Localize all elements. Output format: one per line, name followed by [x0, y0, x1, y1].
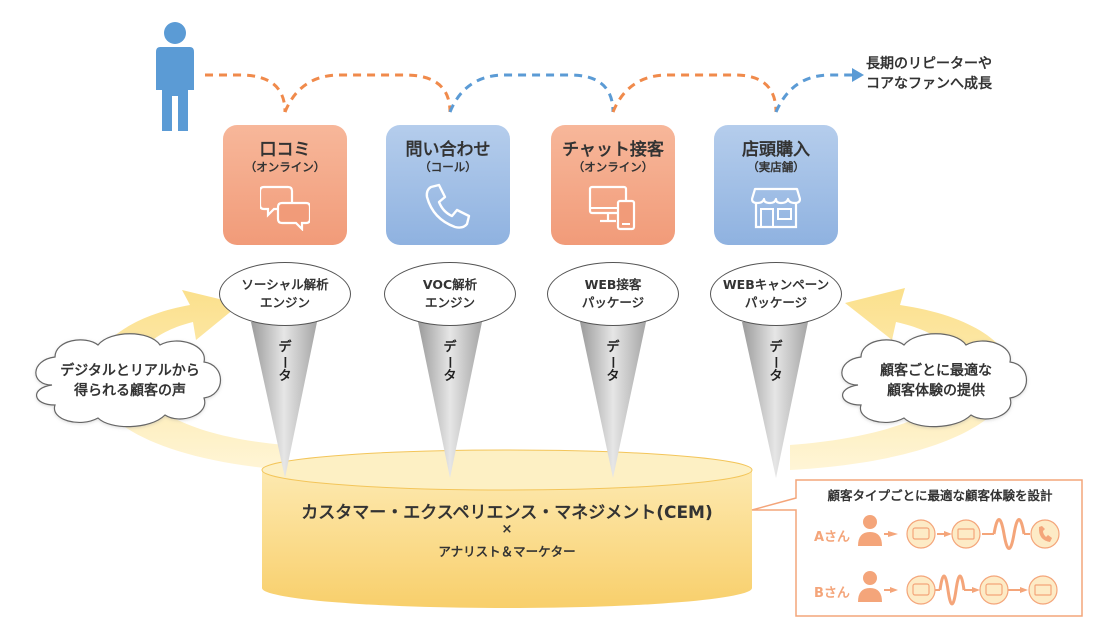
card-subtitle: （実店舗）: [747, 160, 805, 174]
journey-path-1: [205, 73, 287, 113]
cem-title: カスタマー・エクスペリエンス・マネジメント(CEM): [301, 503, 713, 523]
journey-path-4: [611, 73, 778, 113]
engine-social-analysis: ソーシャル解析 エンジン: [219, 262, 351, 326]
cem-subtitle: アナリスト＆マーケター: [438, 544, 576, 559]
engine-line1: WEB接客: [584, 277, 642, 292]
touchpoint-card-store: 店頭購入 （実店舗）: [714, 125, 838, 245]
data-cone-2: [418, 322, 482, 478]
phone-icon: [425, 183, 471, 229]
cem-platform: [261, 449, 753, 608]
customer-person-icon: [156, 22, 194, 131]
data-char: ー: [441, 356, 456, 369]
data-char: ー: [767, 356, 782, 369]
card-subtitle: （オンライン）: [244, 160, 326, 174]
data-char: タ: [606, 369, 620, 384]
persona-b-row: [858, 571, 1058, 606]
right-cloud: [841, 333, 1027, 428]
touchpoint-card-chat: チャット接客 （オンライン）: [551, 125, 675, 245]
card-subtitle: （オンライン）: [572, 160, 654, 174]
persona-a-row: [858, 515, 1060, 550]
left-cloud-line1: デジタルとリアルから: [60, 363, 200, 379]
data-label-2: デ ー タ: [440, 340, 460, 385]
journey-path-2: [283, 73, 452, 113]
persona-b-label: Bさん: [814, 586, 850, 601]
persona-a-label: Aさん: [814, 530, 851, 545]
touchpoint-card-inquiry: 問い合わせ （コール）: [386, 125, 510, 245]
engine-line2: エンジン: [424, 295, 475, 310]
data-char: デ: [769, 340, 783, 355]
engine-line2: パッケージ: [744, 295, 808, 310]
growth-label-line2: コアなファンへ成長: [866, 76, 992, 92]
data-char: ー: [276, 356, 291, 369]
card-title: 口コミ: [259, 140, 311, 160]
right-cloud-line2: 顧客体験の提供: [887, 383, 985, 399]
growth-label: 長期のリピーターや コアなファンへ成長: [866, 54, 992, 94]
callout-title: 顧客タイプごとに最適な顧客体験を設計: [827, 488, 1053, 503]
data-cone-3: [580, 322, 646, 478]
data-char: タ: [278, 369, 292, 384]
engine-line1: WEBキャンペーン: [722, 277, 830, 292]
engine-line2: パッケージ: [581, 295, 645, 310]
devices-icon: [588, 185, 636, 231]
growth-label-line1: 長期のリピーターや: [866, 56, 992, 72]
cem-times-sign: ×: [501, 522, 513, 537]
data-label-4: デ ー タ: [766, 340, 786, 385]
left-cloud: [35, 333, 221, 428]
chat-bubbles-icon: [260, 185, 310, 231]
storefront-icon: [751, 187, 801, 229]
engine-web-campaign-package: WEBキャンペーン パッケージ: [710, 262, 842, 326]
touchpoint-card-word-of-mouth: 口コミ （オンライン）: [223, 125, 347, 245]
data-char: デ: [443, 340, 457, 355]
engine-line1: VOC解析: [422, 277, 478, 292]
left-cloud-text: デジタルとリアルから 得られる顧客の声: [40, 361, 220, 401]
right-cloud-text: 顧客ごとに最適な 顧客体験の提供: [846, 361, 1026, 401]
data-char: デ: [278, 340, 292, 355]
data-char: タ: [769, 369, 783, 384]
data-char: ー: [604, 356, 619, 369]
data-cone-1: [251, 322, 317, 478]
data-label-1: デ ー タ: [275, 340, 295, 385]
data-char: タ: [443, 369, 457, 384]
card-title: チャット接客: [562, 140, 664, 160]
journey-arrowhead: [852, 68, 864, 82]
engine-line2: エンジン: [259, 295, 310, 310]
engine-line1: ソーシャル解析: [241, 277, 329, 292]
card-subtitle: （コール）: [419, 160, 477, 174]
journey-path-3: [448, 73, 615, 113]
engine-web-chat-package: WEB接客 パッケージ: [547, 262, 679, 326]
journey-path-5: [774, 73, 852, 113]
card-title: 店頭購入: [742, 140, 810, 160]
card-title: 問い合わせ: [405, 140, 491, 160]
data-cone-4: [742, 322, 808, 478]
engine-voc-analysis: VOC解析 エンジン: [384, 262, 516, 326]
data-label-3: デ ー タ: [603, 340, 623, 385]
left-cloud-line2: 得られる顧客の声: [74, 383, 186, 399]
cycle-arrow-right: [790, 288, 1014, 470]
right-cloud-line1: 顧客ごとに最適な: [880, 363, 992, 379]
data-char: デ: [606, 340, 620, 355]
